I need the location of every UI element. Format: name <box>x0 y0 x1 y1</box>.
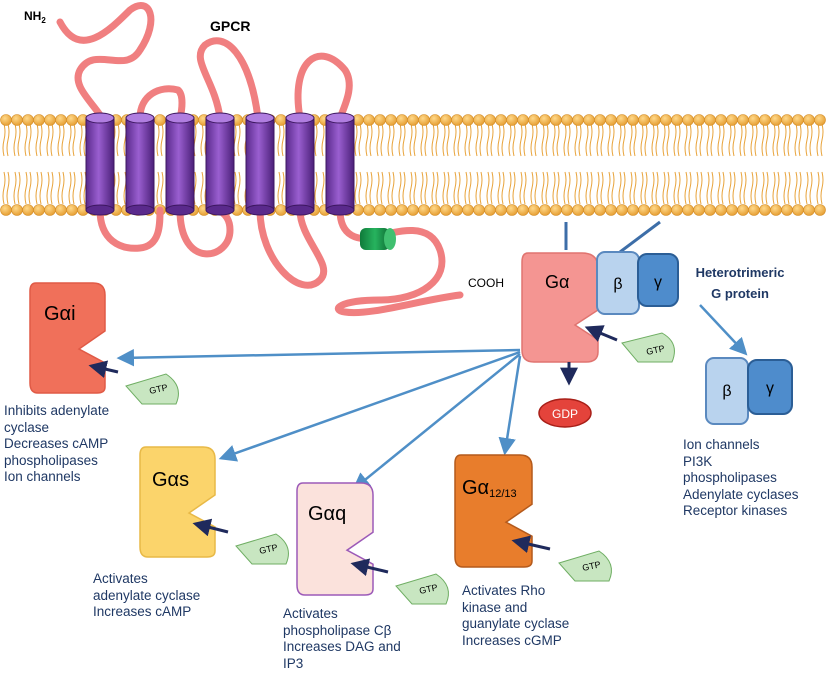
effect-line: Inhibits adenylate <box>4 403 110 418</box>
gtp-label-3: GTP <box>418 582 438 596</box>
helix-1 <box>85 112 115 216</box>
effect-line: PI3K <box>683 453 713 469</box>
effect-line: Activates Rho <box>462 583 546 598</box>
effect-line: Increases cAMP <box>93 604 192 619</box>
subunit-name-2: Gαs <box>152 469 189 491</box>
c-terminus-label: COOH <box>468 276 504 290</box>
free-gamma-label: γ <box>766 380 774 397</box>
helix-5 <box>245 112 275 216</box>
alpha-subunit-2: GTP <box>139 446 289 565</box>
alpha-subunit-variants: GTP GTP GTP GTP <box>29 282 612 605</box>
helix-4 <box>205 112 235 216</box>
effect-line: Adenylate cyclases <box>683 486 799 502</box>
transmembrane-helices <box>85 112 355 216</box>
gtp-label-4: GTP <box>581 559 601 573</box>
gamma-label: γ <box>654 274 662 291</box>
helix-6 <box>285 112 315 216</box>
effect-line: Activates <box>283 606 338 621</box>
alpha-subunit-1: GTP <box>29 282 179 405</box>
receptor-chain <box>56 2 464 317</box>
effect-line: Ion channels <box>683 437 760 452</box>
helix-7 <box>325 112 355 216</box>
n-terminus-label: NH2 <box>24 9 46 25</box>
gtp-label-main: GTP <box>645 343 665 357</box>
gamma-subunit <box>637 253 679 307</box>
subunit-name-3: Gαq <box>308 503 346 525</box>
effect-line: Increases cGMP <box>462 632 562 648</box>
gdp-label: GDP <box>552 407 578 421</box>
effect-line: guanylate cyclase <box>462 616 570 631</box>
alpha-subunit-3: GTP <box>296 482 449 605</box>
helix-2 <box>125 112 155 216</box>
effect-line: Activates <box>93 571 148 586</box>
effect-line: adenylate cyclase <box>93 587 201 603</box>
gpcr-label: GPCR <box>210 18 250 34</box>
alpha-subunit-4: GTP <box>454 454 612 582</box>
gdp-oval <box>538 398 592 428</box>
gtp-tag-main <box>621 332 675 363</box>
free-beta-label: β <box>722 383 731 400</box>
effect-line: Ion channels <box>4 469 81 484</box>
beta-gamma-dimer <box>705 357 793 425</box>
helix-3 <box>165 112 195 216</box>
effect-line: phospholipase Cβ <box>283 622 392 638</box>
effect-line: IP3 <box>283 655 304 671</box>
heterotrimeric-g-protein <box>521 251 679 428</box>
effect-line: kinase and <box>462 599 528 615</box>
effect-line: Receptor kinases <box>683 503 788 518</box>
effect-line: Increases DAG and <box>283 639 401 654</box>
lipid-bilayer <box>0 114 826 216</box>
effect-line: cyclase <box>4 419 50 435</box>
g-alpha-label: Gα <box>545 272 569 292</box>
gtp-label-1: GTP <box>148 382 168 396</box>
palmitoyl-anchor <box>360 228 396 250</box>
membrane-tethers <box>564 220 661 254</box>
effect-line: phospholipases <box>4 452 98 468</box>
beta-label: β <box>613 276 622 293</box>
gtp-label-2: GTP <box>258 542 278 556</box>
heterotrimeric-label-line1: Heterotrimeric <box>696 265 785 280</box>
heterotrimeric-label-line2: G protein <box>711 286 769 301</box>
pathway-arrows <box>116 304 748 491</box>
effect-line: Decreases cAMP <box>4 436 109 451</box>
subunit-name-1: Gαi <box>44 303 76 325</box>
g-alpha-shape <box>521 252 599 363</box>
effect-line: phospholipases <box>683 470 777 485</box>
